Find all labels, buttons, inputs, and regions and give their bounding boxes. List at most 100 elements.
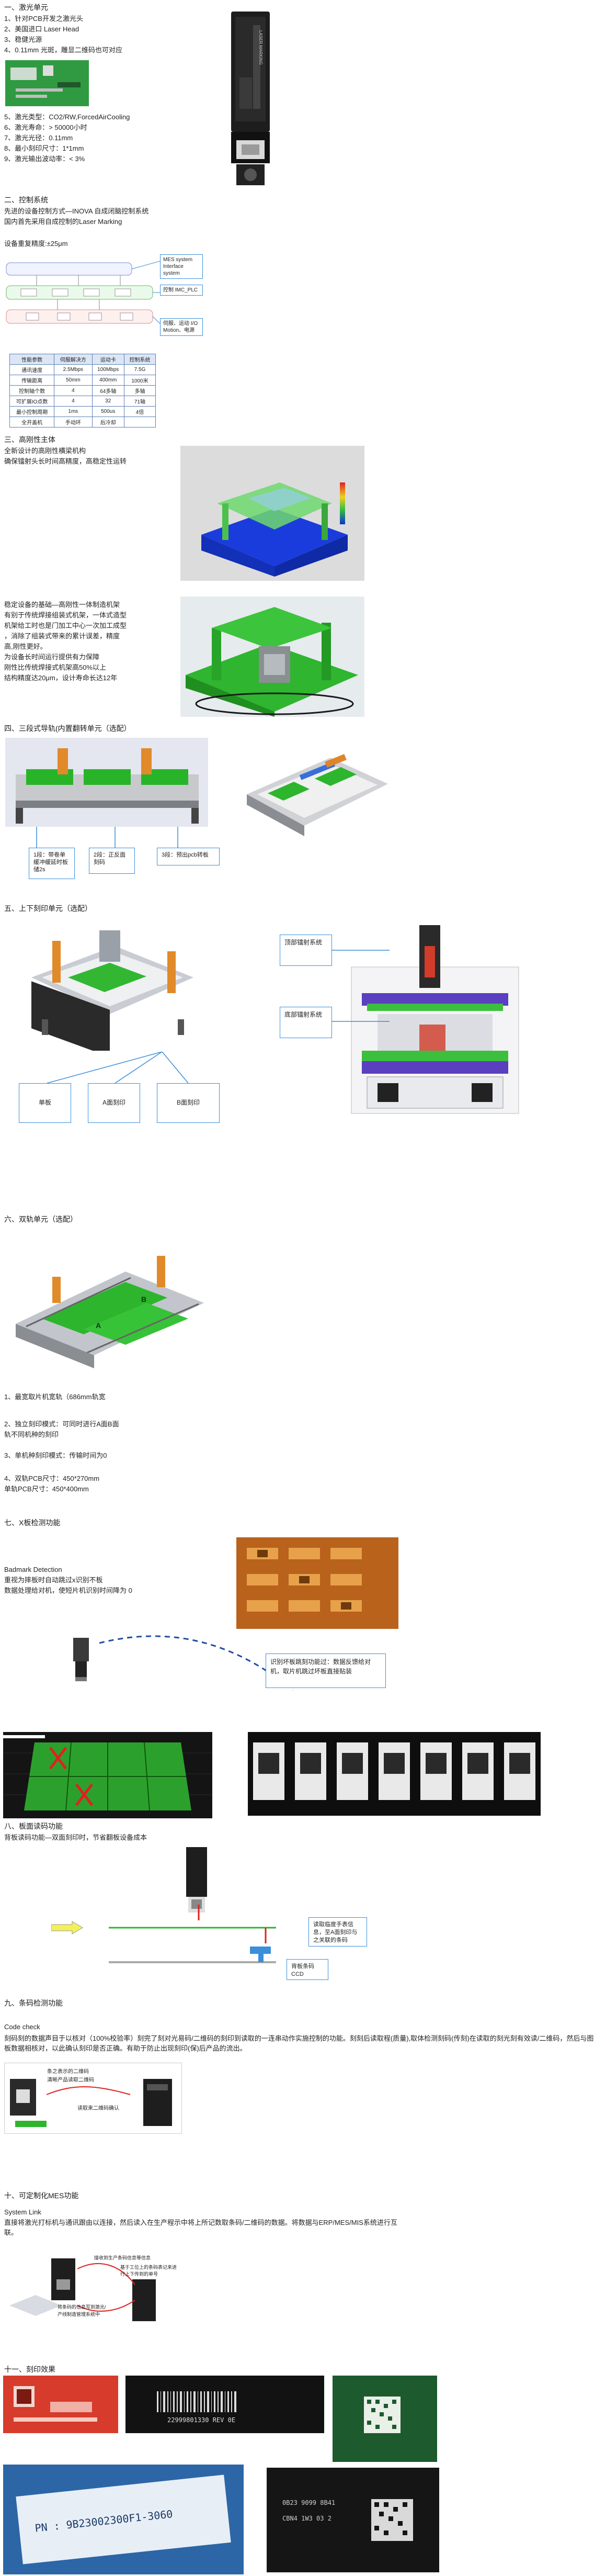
table-header: 运动卡: [92, 354, 124, 365]
table-cell: [123, 417, 156, 428]
dual-rail-item: 1、最宽取片机宽轨（686mm轨宽: [4, 1393, 106, 1401]
back-read-laser-head: [183, 1847, 210, 1915]
dual-side-front-render: [346, 920, 524, 1119]
control-accuracy: 设备重复精度:±25μm: [4, 240, 68, 248]
xboard-line: Badmark Detection: [4, 1566, 62, 1573]
laser-item: 1、针对PCB开发之激光头: [4, 15, 83, 23]
mes-subtitle: System Link: [4, 2208, 41, 2216]
section-title-code-check: 九、条码检测功能: [4, 1999, 63, 2007]
sample-photo-barcode: 22999801330 REV 0E: [125, 2376, 324, 2433]
section-title-back-read: 八、板面读码功能: [4, 1822, 63, 1830]
frame-para: 高,刚性更好。: [4, 643, 47, 650]
fea-simulation-image: [180, 446, 364, 581]
dual-side-machine-render: [21, 920, 204, 1051]
table-cell: 4倍: [123, 406, 156, 417]
xboard-line: 重视为摔板时自动跳过x识别不板: [4, 1576, 103, 1584]
laser-item: 2、美国进口 Laser Head: [4, 25, 79, 33]
camera-scan-path: [99, 1633, 298, 1695]
table-cell: 全开盖机: [9, 417, 55, 428]
rail-section-render-left: [5, 738, 208, 827]
table-cell: 可扩展IO点数: [9, 396, 55, 407]
dual-rail-item: 4、双轨PCB尺寸：450*270mm: [4, 1475, 100, 1482]
laser-spec: 8、最小刻印尺寸：1*1mm: [4, 144, 84, 152]
xboard-flex-pcb-photo: [236, 1537, 398, 1629]
dual-side-callout-lines: [332, 945, 395, 1029]
table-cell: 传输距离: [9, 375, 55, 386]
sample-dark-text: CBN4 1W3 03 2: [282, 2515, 331, 2522]
sample-photo-blue-label: PN : 9B23002300F1-3060: [3, 2465, 244, 2574]
mes-label: 基于工位上的条码表记来进行上下传到的单号: [120, 2265, 177, 2277]
section-title-mes: 十、可定制化MES功能: [4, 2191, 79, 2200]
back-read-ccd-callout: 背板条码 CCD: [287, 1959, 328, 1980]
back-read-info-callout: 读取临度手表信息，至A面刻印与之关联的条码: [308, 1917, 367, 1947]
top-laser-callout: 顶部镭射系统: [280, 935, 332, 966]
rail-b-marker: B: [141, 1295, 147, 1303]
laser-spec: 7、激光光径：0.11mm: [4, 134, 73, 142]
table-cell: 50mm: [54, 375, 93, 386]
dual-rail-item: 轨不同机种的刻印: [4, 1431, 59, 1438]
laser-spec: 6、激光寿命：> 50000小时: [4, 123, 87, 131]
table-cell: 400mm: [92, 375, 124, 386]
code-check-paragraph: 刻码刻的数据声目于以核对（100%校验率）刻完了刻对光易码/二维码的刻印到读取的…: [4, 2034, 594, 2052]
table-header: 性能参数: [9, 354, 55, 365]
table-cell: 2.5Mbps: [54, 364, 93, 375]
rail-pointer-lines: [21, 827, 209, 848]
sample-barcode-text: 22999801330 REV 0E: [167, 2416, 236, 2424]
section-title-dual-side: 五、上下刻印单元（选配）: [4, 904, 92, 913]
table-header: 控制系统: [123, 354, 156, 365]
dual-rail-render: [10, 1235, 209, 1371]
xboard-callout: 识别坏板跳刻功能过：数据反馈给对机，取片机跳过坏板直接贴装: [266, 1653, 386, 1688]
section-title-rail: 四、三段式导轨(内置翻转单元（选配）: [4, 724, 131, 733]
table-cell: 4: [54, 385, 93, 396]
frame-para: 有别于传统焊接组装式机架，一体式造型: [4, 611, 127, 619]
table-header: 伺服解决方: [54, 354, 93, 365]
frame-para: 结构精度达20μm，设计寿命长达12年: [4, 674, 118, 682]
rail-stage-label: 2段：正反面刻码: [89, 848, 135, 874]
control-line: 国内首先采用自成控制的Laser Marking: [4, 218, 122, 226]
code-check-label: 条之表示的二维码: [47, 2069, 89, 2075]
rail-stage-label: 3段：预出pcb转板: [157, 848, 220, 865]
side-b-label: B面刻印: [157, 1083, 220, 1123]
table-cell: 71轴: [123, 396, 156, 407]
dual-rail-item: 2、独立刻印模式：可同时进行A面B面: [4, 1420, 119, 1428]
mes-diagram: [4, 2248, 171, 2326]
code-check-subtitle: Code check: [4, 2023, 40, 2031]
frame-line: 确保镭射头长时间高精度，高稳定性运转: [4, 457, 127, 465]
table-cell: 100Mbps: [92, 364, 124, 375]
section-title-samples: 十一、刻印效果: [4, 2365, 55, 2373]
mes-paragraph: 直接将激光打标机与通讯跟由以连接，然后读入在生产程示中将上所记数取条码/二维码的…: [4, 2219, 397, 2236]
sample-photo-dark-datamatrix: 0B23 9099 8B41 CBN4 1W3 03 2: [267, 2468, 439, 2572]
table-cell: 控制轴个数: [9, 385, 55, 396]
back-read-line: 背板读码功能—双面刻印时，节省翻板设备成本: [4, 1833, 147, 1841]
code-check-label: 读取来二维码确认: [77, 2106, 119, 2111]
code-check-label: 清晰产品读取二维码: [47, 2077, 94, 2083]
laser-item: 4、0.11mm 光斑，雕显二维码也可对应: [4, 46, 122, 54]
dual-rail-item: 3、单机种刻印模式：传输时间为0: [4, 1452, 107, 1459]
code-check-diagram: [4, 2063, 182, 2134]
frame-render-image: [180, 597, 364, 717]
xboard-board-array-panel: [248, 1732, 541, 1816]
mes-label: 产线制造管理系统中: [58, 2312, 100, 2317]
laser-item: 3、稳健光源: [4, 36, 42, 43]
side-a-label: A面刻印: [88, 1083, 140, 1123]
table-row: 全开盖机手动环后冷却: [9, 417, 156, 428]
control-line: 先进的设备控制方式—INOVA 自成闭脑控制系统: [4, 207, 149, 215]
frame-para: 稳定设备的基础—高刚性一体制造机架: [4, 601, 120, 609]
sample-photo-green-datamatrix: [333, 2376, 437, 2462]
table-cell: 32: [92, 396, 124, 407]
rail-section-render-right: [236, 737, 393, 836]
back-read-diagram: [51, 1905, 302, 1967]
table-cell: 1000米: [123, 375, 156, 386]
frame-para: 机架给工时也是门加工中心一次加工成型: [4, 622, 127, 629]
table-cell: 4: [54, 396, 93, 407]
xboard-line: 数据处理给对机，使短片机识别时间降为 0: [4, 1587, 132, 1594]
table-cell: 64多轴: [92, 385, 124, 396]
callout-plc: 控制 IMC_PLC: [160, 285, 203, 296]
bottom-laser-callout: 底部镭射系统: [280, 1007, 332, 1038]
